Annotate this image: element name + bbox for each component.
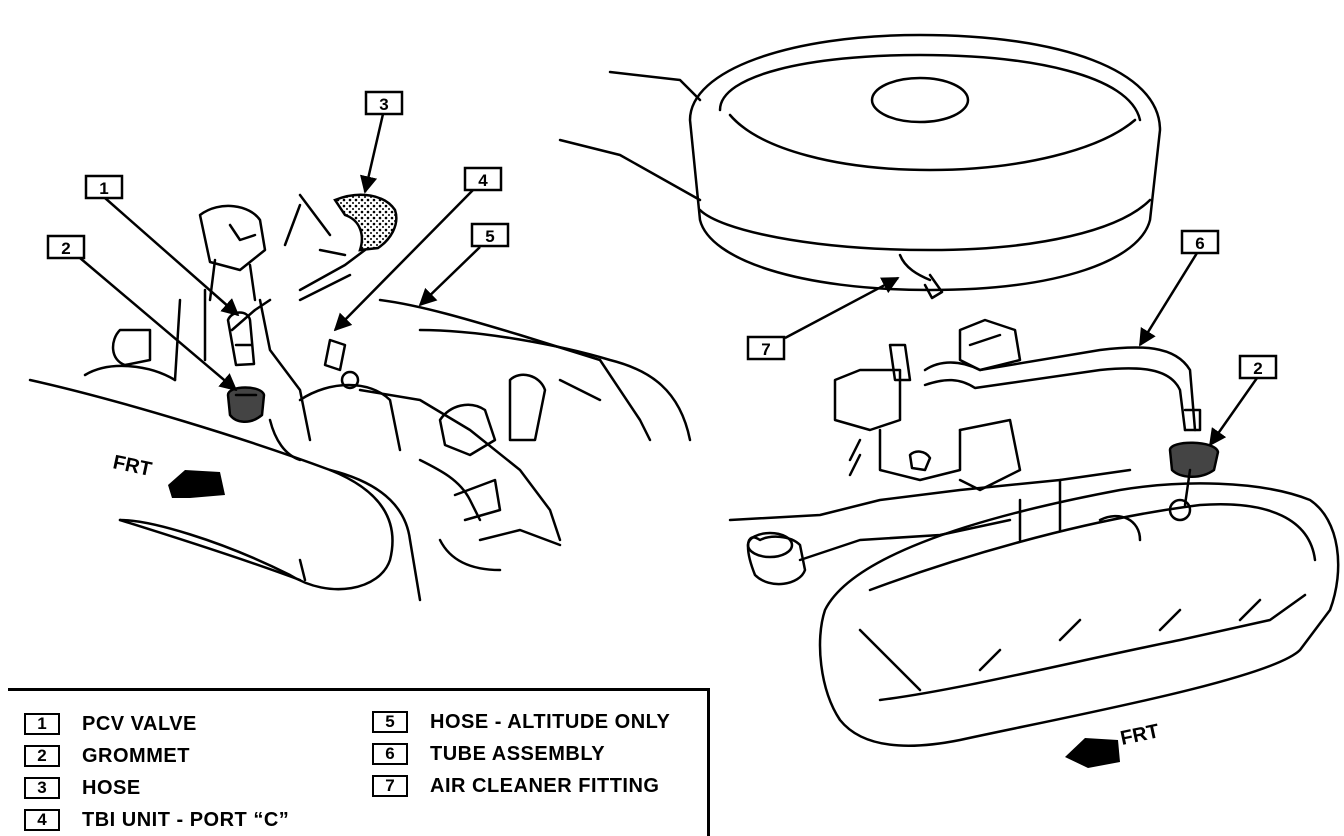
legend-label: GROMMET bbox=[82, 744, 190, 767]
callout-box-1: 1 bbox=[84, 174, 124, 200]
left-engine-view bbox=[28, 193, 692, 602]
hose-3-shape bbox=[333, 193, 398, 252]
frt-label-left: FRT bbox=[111, 451, 154, 481]
legend-item-2: 2 GROMMET bbox=[24, 743, 190, 769]
legend-number: 4 bbox=[24, 809, 60, 831]
legend-label: HOSE bbox=[82, 776, 141, 799]
legend-number: 6 bbox=[372, 743, 408, 765]
frt-arrow-left: FRT bbox=[111, 451, 225, 498]
frt-label-right: FRT bbox=[1118, 720, 1161, 750]
legend-label: TBI UNIT - PORT “C” bbox=[82, 808, 290, 831]
svg-text:6: 6 bbox=[1195, 234, 1204, 253]
legend-frame bbox=[8, 688, 710, 836]
legend-item-5: 5 HOSE - ALTITUDE ONLY bbox=[372, 709, 670, 735]
legend-number: 3 bbox=[24, 777, 60, 799]
leader-6 bbox=[1138, 252, 1199, 347]
legend-item-4: 4 TBI UNIT - PORT “C” bbox=[24, 807, 289, 833]
leader-1 bbox=[104, 197, 240, 317]
legend-number: 7 bbox=[372, 775, 408, 797]
svg-text:2: 2 bbox=[1253, 359, 1262, 378]
legend-label: TUBE ASSEMBLY bbox=[430, 742, 606, 765]
svg-text:7: 7 bbox=[761, 340, 770, 359]
legend-number: 5 bbox=[372, 711, 408, 733]
leader-4 bbox=[333, 189, 474, 332]
leader-lines bbox=[79, 113, 1259, 447]
callout-box-2-right: 2 bbox=[1238, 354, 1278, 380]
legend-label: HOSE - ALTITUDE ONLY bbox=[430, 710, 671, 733]
legend-item-6: 6 TUBE ASSEMBLY bbox=[372, 741, 605, 767]
callout-box-3: 3 bbox=[364, 90, 404, 116]
leader-3 bbox=[360, 113, 385, 194]
leader-7 bbox=[784, 276, 900, 340]
callout-box-6: 6 bbox=[1180, 229, 1220, 255]
svg-text:2: 2 bbox=[61, 239, 70, 258]
svg-text:5: 5 bbox=[485, 227, 494, 246]
legend-label: PCV VALVE bbox=[82, 712, 197, 735]
legend-item-7: 7 AIR CLEANER FITTING bbox=[372, 773, 660, 799]
legend-item-3: 3 HOSE bbox=[24, 775, 141, 801]
leader-5 bbox=[418, 246, 481, 307]
frt-arrow-right: FRT bbox=[1065, 720, 1161, 768]
callout-box-5: 5 bbox=[470, 222, 510, 248]
legend-item-1: 1 PCV VALVE bbox=[24, 711, 197, 737]
callout-box-2-left: 2 bbox=[46, 234, 86, 260]
callout-box-7: 7 bbox=[746, 335, 786, 361]
legend-label: AIR CLEANER FITTING bbox=[430, 774, 660, 797]
svg-text:1: 1 bbox=[99, 179, 108, 198]
leader-2-right bbox=[1208, 377, 1259, 447]
leader-2-left bbox=[79, 257, 238, 392]
svg-text:4: 4 bbox=[478, 171, 488, 190]
legend-number: 2 bbox=[24, 745, 60, 767]
callout-box-4: 4 bbox=[463, 166, 503, 192]
right-engine-view bbox=[558, 33, 1340, 747]
svg-text:3: 3 bbox=[379, 95, 388, 114]
legend-number: 1 bbox=[24, 713, 60, 735]
